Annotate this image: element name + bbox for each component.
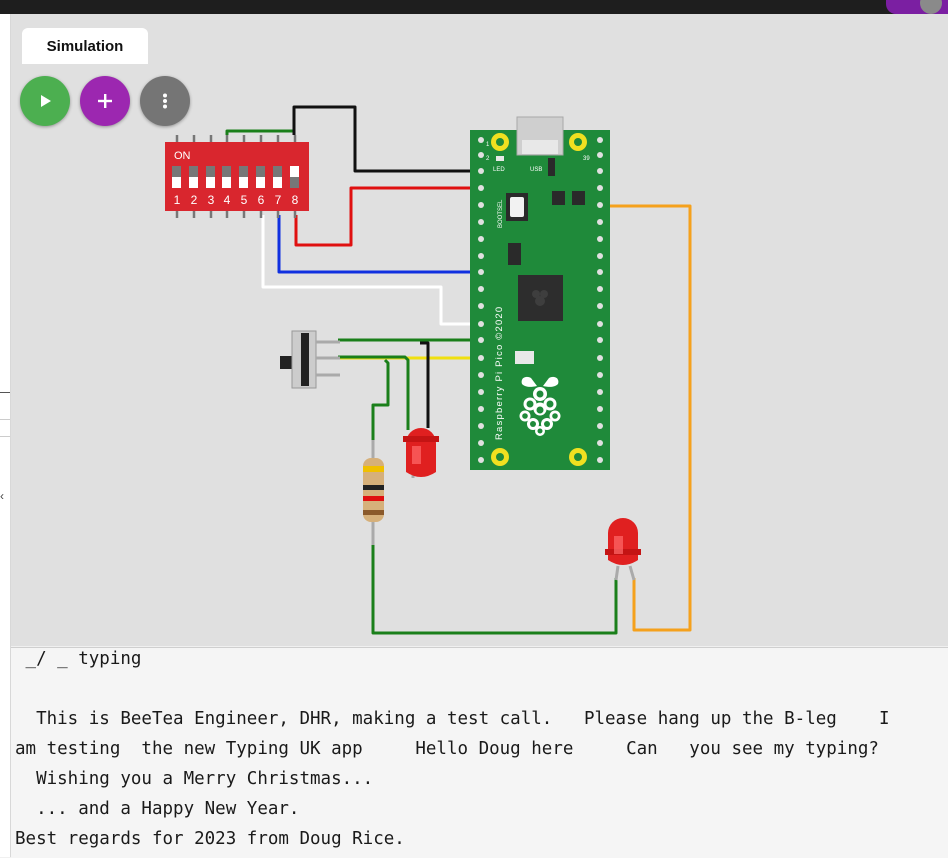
raspberry-pi-logo [519, 376, 561, 436]
pico-usb-label: USB [530, 167, 542, 173]
pico-board-label: Raspberry Pi Pico ©2020 [494, 306, 505, 440]
slide-switch[interactable] [280, 330, 340, 389]
dip-pin-label: 2 [191, 193, 198, 207]
pico-pin-1-label: 1 [486, 142, 490, 148]
led-2[interactable] [605, 518, 641, 581]
dip-pin-label: 1 [174, 193, 181, 207]
console-line: ... and a Happy New Year. [15, 799, 300, 819]
divider [0, 436, 10, 437]
wire-black-led1[interactable] [420, 341, 430, 428]
run-simulation-button[interactable] [20, 76, 70, 126]
avatar[interactable] [920, 0, 942, 14]
dip-switch[interactable]: ON 1 2 3 4 5 6 7 8 [165, 135, 309, 218]
divider [0, 419, 10, 420]
serial-monitor[interactable]: _/ _ typing This is BeeTea Engineer, DHR… [11, 647, 948, 858]
editor-panel-edge: ‹ [0, 14, 11, 857]
console-line: am testing the new Typing UK app Hello D… [15, 739, 879, 759]
pico-pin-39-label: 39 [583, 156, 590, 162]
wire-green-resistor[interactable] [371, 358, 390, 440]
wire-black-gnd[interactable] [292, 105, 478, 173]
wire-blue[interactable] [277, 215, 478, 274]
divider [0, 392, 10, 393]
dip-on-label: ON [174, 150, 191, 162]
console-line: _/ _ typing [15, 649, 142, 669]
wire-green-led1[interactable] [338, 355, 410, 430]
resistor[interactable] [363, 440, 384, 545]
add-part-button[interactable] [80, 76, 130, 126]
dip-pin-label: 8 [292, 193, 299, 207]
console-line: Best regards for 2023 from Doug Rice. [15, 829, 405, 849]
top-bar [0, 0, 948, 14]
play-icon [41, 95, 51, 107]
raspberry-pi-pico[interactable]: 1 2 39 LED USB BOOTSEL Raspberry Pi Pico… [470, 116, 610, 470]
plus-icon [98, 94, 112, 108]
console-line: This is BeeTea Engineer, DHR, making a t… [15, 709, 890, 729]
dip-pin-label: 6 [258, 193, 265, 207]
collapse-panel-icon[interactable]: ‹ [0, 489, 4, 503]
pico-bootsel-label: BOOTSEL [498, 199, 504, 228]
dip-pin-label: 7 [275, 193, 282, 207]
wire-green-bottom[interactable] [371, 545, 618, 635]
dip-pin-label: 4 [224, 193, 231, 207]
pico-led-label: LED [493, 167, 505, 173]
wire-white[interactable] [261, 215, 478, 326]
wire-orange[interactable] [600, 204, 692, 632]
more-options-button[interactable] [140, 76, 190, 126]
circuit-diagram: ON 1 2 3 4 5 6 7 8 [165, 105, 692, 635]
tab-simulation[interactable]: Simulation [22, 28, 148, 64]
console-line: Wishing you a Merry Christmas... [15, 769, 374, 789]
pico-pin-2-label: 2 [486, 156, 490, 162]
bootsel-button[interactable] [510, 197, 524, 217]
dip-pin-label: 3 [208, 193, 215, 207]
wire-green-dip[interactable] [225, 129, 296, 135]
more-vertical-icon [163, 93, 167, 109]
dip-pin-label: 5 [241, 193, 248, 207]
wire-red-power[interactable] [294, 186, 478, 247]
user-menu[interactable] [886, 0, 948, 14]
led-1[interactable] [403, 428, 439, 478]
